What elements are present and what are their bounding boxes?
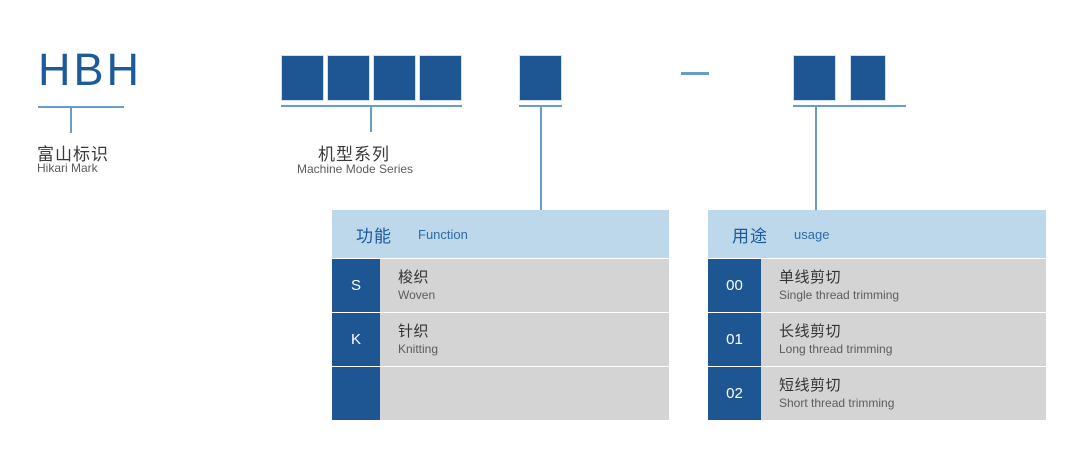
function-row-en: Knitting xyxy=(398,342,439,356)
series-connector-stem xyxy=(370,106,372,132)
usage-row-cn: 长线剪切 xyxy=(779,323,842,340)
table-row[interactable]: S 梭织 Woven xyxy=(332,259,669,312)
brand-label-en: Hikari Mark xyxy=(37,161,98,175)
usage-row-code: 00 xyxy=(708,259,761,312)
usage-row-body: 短线剪切 Short thread trimming xyxy=(761,367,1046,420)
usage-row-en: Single thread trimming xyxy=(779,288,900,302)
usage-code-box-2 xyxy=(850,55,886,101)
usage-row-cn: 短线剪切 xyxy=(779,377,842,394)
table-row[interactable]: 00 单线剪切 Single thread trimming xyxy=(708,259,1046,312)
function-row-body: 梭织 Woven xyxy=(380,259,669,312)
function-row-en: Woven xyxy=(398,288,436,302)
usage-table-header: 用途 usage xyxy=(708,210,1046,258)
usage-row-code: 01 xyxy=(708,313,761,366)
usage-header-en: usage xyxy=(794,226,830,242)
usage-group-bar xyxy=(793,105,906,107)
function-row-code: K xyxy=(332,313,380,366)
series-code-box-4 xyxy=(419,55,462,101)
series-label-cn: 机型系列 xyxy=(318,145,390,164)
function-header-cn: 功能 xyxy=(356,226,392,246)
usage-connector-stem xyxy=(815,106,817,211)
brand-label-cn: 富山标识 xyxy=(37,145,109,164)
usage-row-code: 02 xyxy=(708,367,761,420)
function-row-cn: 针织 xyxy=(398,323,430,340)
function-row-body: 针织 Knitting xyxy=(380,313,669,366)
function-code-box xyxy=(519,55,562,101)
series-label-en: Machine Mode Series xyxy=(297,162,414,176)
function-table-header: 功能 Function xyxy=(332,210,669,258)
usage-code-box-1 xyxy=(793,55,836,101)
series-code-box-2 xyxy=(327,55,370,101)
usage-table: 用途 usage 00 单线剪切 Single thread trimming … xyxy=(708,210,1046,420)
separator-dash-icon xyxy=(681,72,709,75)
function-row-cn: 梭织 xyxy=(398,269,430,286)
usage-row-en: Long thread trimming xyxy=(779,342,893,356)
function-connector-stem xyxy=(540,106,542,211)
function-header-en: Function xyxy=(418,226,468,242)
usage-header-cn: 用途 xyxy=(732,226,768,246)
function-row-code xyxy=(332,367,380,420)
function-row-body xyxy=(380,367,669,420)
table-row[interactable]: 01 长线剪切 Long thread trimming xyxy=(708,313,1046,366)
table-row[interactable]: K 针织 Knitting xyxy=(332,313,669,366)
usage-row-cn: 单线剪切 xyxy=(779,269,842,286)
series-code-box-1 xyxy=(281,55,324,101)
usage-row-body: 单线剪切 Single thread trimming xyxy=(761,259,1046,312)
usage-row-en: Short thread trimming xyxy=(779,396,895,410)
usage-row-body: 长线剪切 Long thread trimming xyxy=(761,313,1046,366)
series-code-box-3 xyxy=(373,55,416,101)
table-row[interactable]: 02 短线剪切 Short thread trimming xyxy=(708,367,1046,420)
table-row[interactable] xyxy=(332,367,669,420)
brand-underline xyxy=(38,106,124,108)
function-table: 功能 Function S 梭织 Woven K 针织 Knitting xyxy=(332,210,669,420)
brand-connector-stem xyxy=(70,107,72,133)
brand-mark-text: HBH xyxy=(38,44,143,95)
function-row-code: S xyxy=(332,259,380,312)
